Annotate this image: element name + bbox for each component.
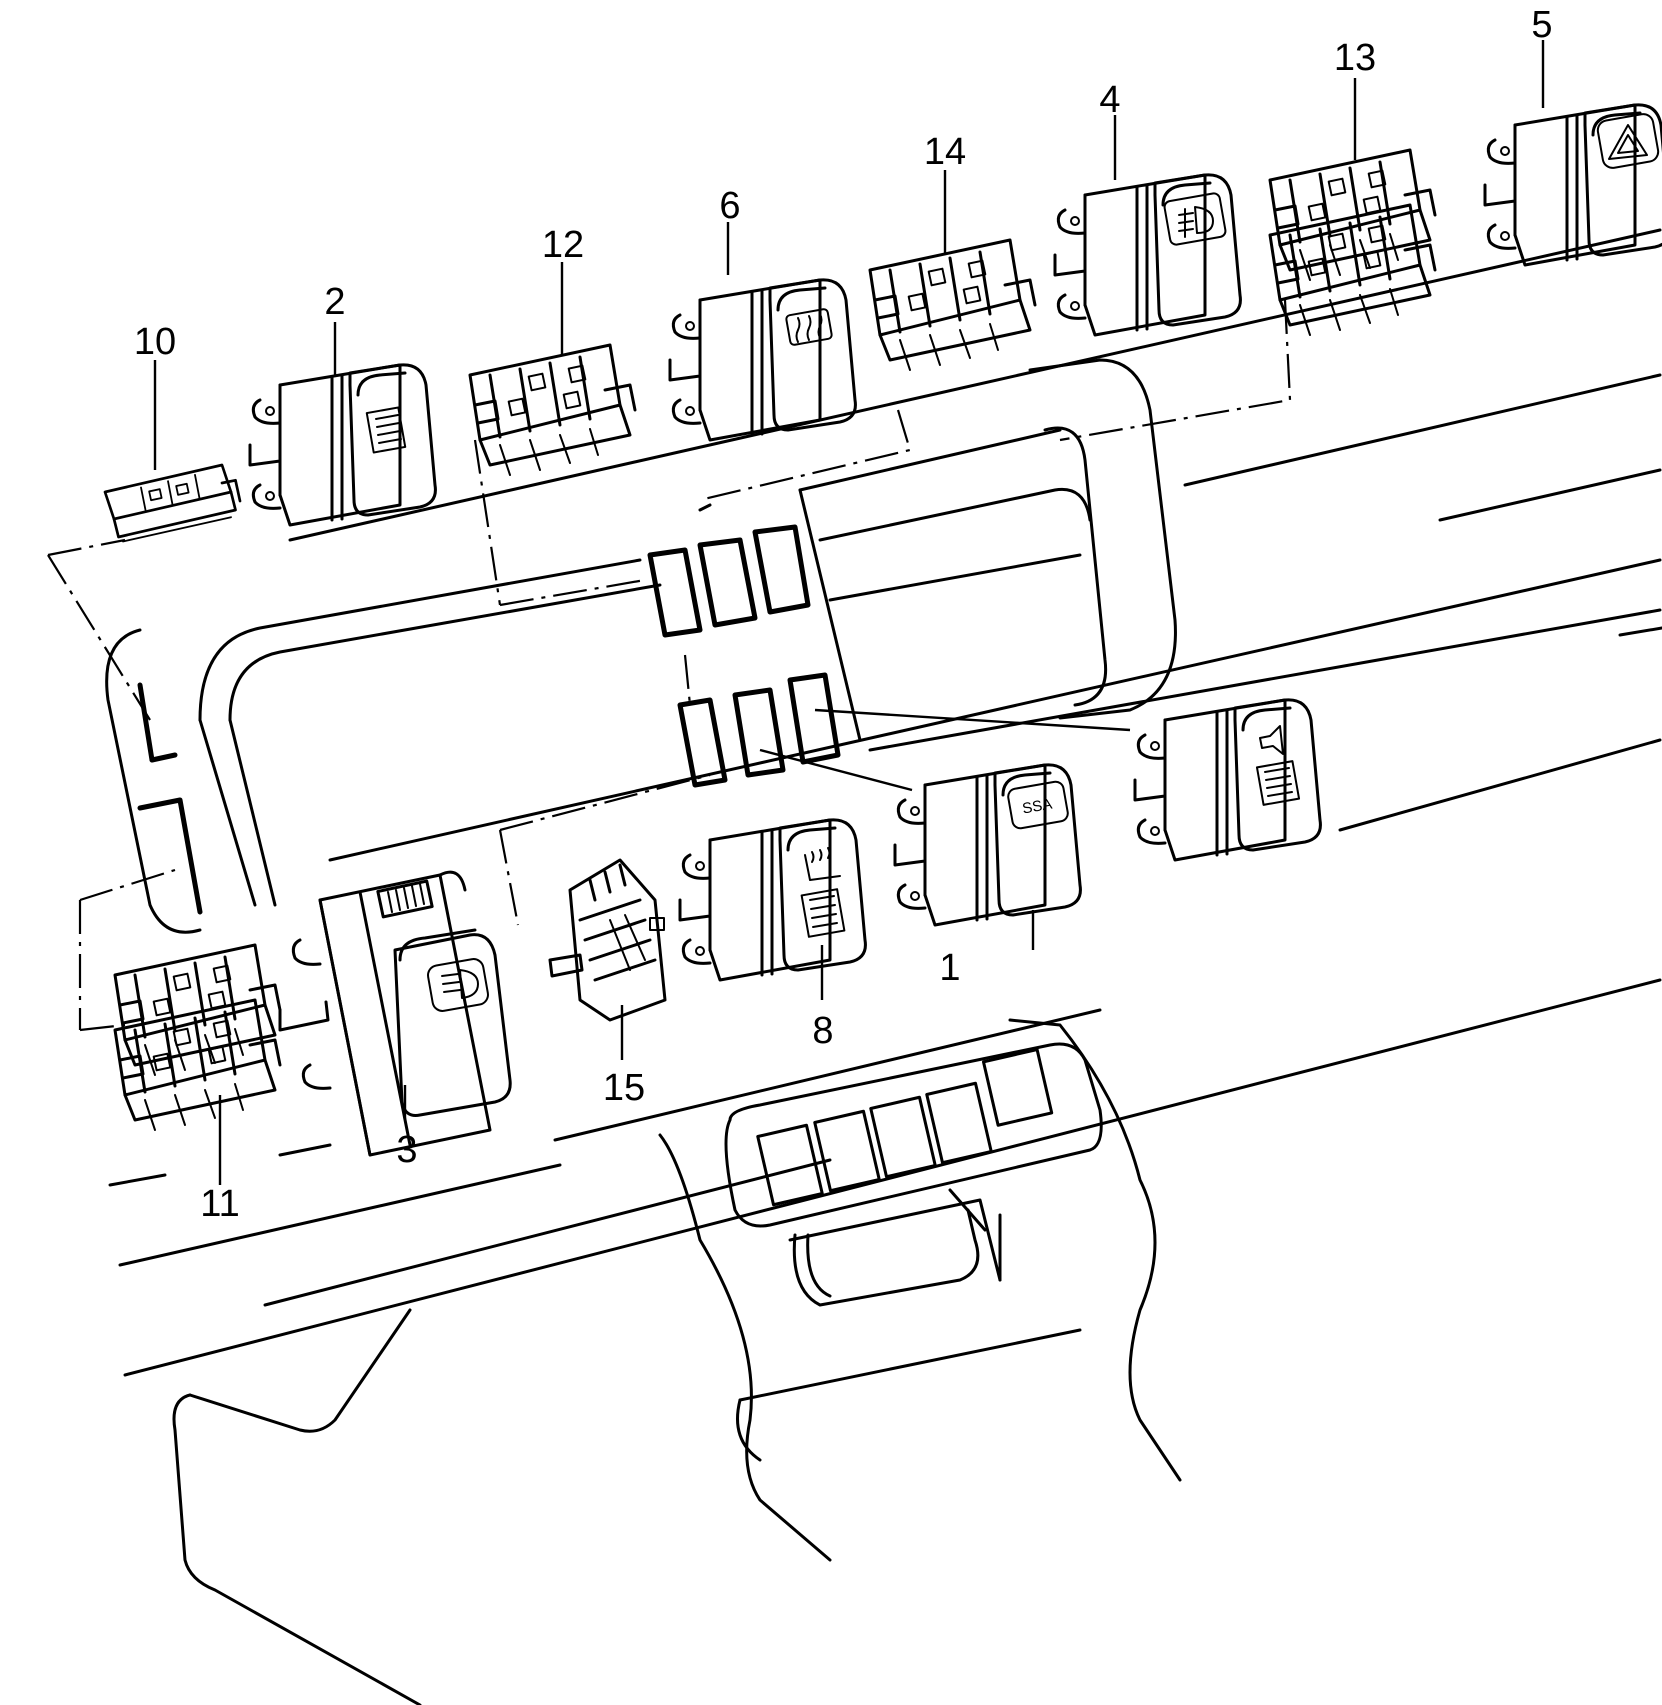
- callout-3: 3: [396, 1129, 417, 1171]
- callout-10: 10: [134, 321, 176, 363]
- callout-12: 12: [542, 224, 584, 266]
- callout-1: 1: [939, 947, 960, 989]
- fog-light-icon: [1163, 192, 1227, 246]
- part-10: [103, 463, 242, 543]
- switch-3: [278, 870, 512, 1157]
- rear-window-heat-icon: [365, 406, 407, 454]
- callout-2: 2: [324, 281, 345, 323]
- callout-5: 5: [1531, 4, 1552, 46]
- callout-15: 15: [603, 1067, 645, 1109]
- part-15: [548, 858, 667, 1022]
- switch-8: [678, 818, 867, 982]
- callout-8: 8: [812, 1010, 833, 1052]
- hazard-triangle-icon: [1596, 113, 1660, 169]
- callout-11: 11: [200, 1183, 239, 1225]
- rear-defrost-icon: [785, 308, 833, 346]
- callout-labels: 1 2 3 4 5 6 8 10 11 12 13 14 15: [134, 4, 1553, 1225]
- switch-4: [1053, 173, 1242, 337]
- part-13: [1268, 148, 1437, 337]
- seat-speaker-icon: [1255, 725, 1301, 806]
- headlight-icon: [427, 958, 489, 1012]
- ssa-label: SSA: [1021, 796, 1054, 818]
- switch-6: [668, 278, 857, 442]
- dashboard-outline: [105, 228, 1662, 1705]
- leader-lines: [153, 40, 1545, 1185]
- part-12: [468, 343, 637, 477]
- callout-4: 4: [1099, 79, 1120, 121]
- switch-5: [1483, 103, 1662, 267]
- callout-14: 14: [924, 131, 966, 173]
- assembly-lines: [47, 299, 1292, 1032]
- switch-seat-speaker: [1133, 698, 1322, 862]
- part-14: [868, 238, 1037, 372]
- switch-1: SSA: [893, 763, 1082, 927]
- callout-13: 13: [1334, 37, 1376, 79]
- switch-2: [248, 363, 437, 527]
- callout-6: 6: [719, 185, 740, 227]
- ssa-text-icon: SSA: [1007, 780, 1069, 830]
- seat-heater-icon: [800, 847, 846, 938]
- part-11: [113, 943, 282, 1132]
- console-slots: [137, 524, 841, 915]
